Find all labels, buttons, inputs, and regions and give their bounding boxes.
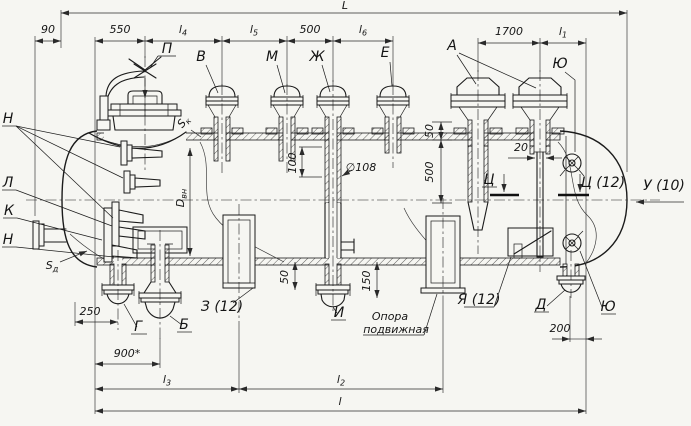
dim-1700: 1700	[495, 25, 523, 38]
label-p: П	[162, 41, 173, 57]
centerlines	[26, 56, 660, 340]
dim-l5: l5	[250, 23, 258, 38]
dim-100: 100	[286, 153, 299, 174]
davit-bracket	[99, 95, 109, 123]
internal-box-right	[507, 227, 554, 259]
label-yu-top: Ю	[552, 56, 567, 72]
dim-500-right: 500	[423, 162, 436, 183]
label-l-side: Л	[2, 175, 14, 191]
dim-l1: l1	[559, 25, 567, 40]
label-z12: З (12)	[201, 299, 243, 315]
param-sd: Sд	[46, 259, 59, 274]
label-yu-bottom: Ю	[600, 299, 615, 315]
dim-90: 90	[41, 23, 55, 36]
dim-550: 550	[110, 23, 131, 36]
trunnion-bottom	[562, 230, 584, 253]
label-d: Д	[535, 297, 547, 313]
support-note-line2: подвижная	[363, 323, 429, 336]
support-note: Опора подвижная	[363, 310, 429, 336]
leader-lines	[2, 52, 616, 336]
label-ts: Ц	[484, 172, 495, 188]
support-note-line1: Опора	[372, 310, 409, 323]
dim-l6: l6	[359, 23, 367, 38]
dim-200: 200	[550, 322, 571, 335]
param-dvn: Dвн	[174, 189, 189, 207]
dim-l4: l4	[179, 23, 187, 38]
dim-l2: l2	[337, 373, 345, 388]
dim-250: 250	[80, 305, 101, 318]
level-marks	[490, 174, 684, 205]
dim-20: 20	[514, 141, 528, 154]
dim-dia108: ∅108	[346, 161, 377, 174]
label-n-lower: Н	[3, 232, 14, 248]
trunnion-top	[559, 153, 585, 177]
label-v: В	[196, 49, 206, 65]
dim-l-total: l	[338, 395, 341, 408]
nozzle-letter-labels: П В М Ж Е А Ю Н Л К Н Г Б З (12) И Я (12…	[2, 38, 685, 335]
davit-arm	[105, 70, 145, 97]
dim-900: 900*	[114, 347, 141, 360]
left-head-nozzles	[32, 140, 163, 263]
label-a: А	[446, 38, 457, 54]
dim-50-upper: 50	[423, 124, 436, 138]
dimension-labels: L 90 550 l4 l5 500 l6 1700 l1 100 ∅108 5…	[41, 0, 571, 408]
dim-50-lower: 50	[278, 270, 291, 284]
label-k: К	[4, 203, 15, 219]
label-ya12: Я (12)	[457, 292, 501, 308]
dim-500-top: 500	[300, 23, 321, 36]
label-u10: У (10)	[643, 178, 685, 194]
dim-l3: l3	[163, 373, 171, 388]
label-m: М	[266, 49, 278, 65]
label-n-upper: Н	[3, 111, 14, 127]
left-head	[61, 130, 98, 268]
manhole-dish-inner	[93, 134, 183, 148]
label-b: Б	[179, 317, 189, 333]
dim-L: L	[342, 0, 348, 12]
label-e: Е	[381, 45, 390, 61]
dim-150: 150	[360, 271, 373, 292]
extension-lines	[34, 10, 628, 414]
label-g: Г	[134, 319, 143, 335]
label-ts12: Ц (12)	[581, 175, 625, 191]
dimension-lines	[35, 10, 627, 414]
right-head	[559, 130, 628, 268]
label-zh: Ж	[308, 49, 325, 65]
label-i: И	[334, 305, 345, 321]
